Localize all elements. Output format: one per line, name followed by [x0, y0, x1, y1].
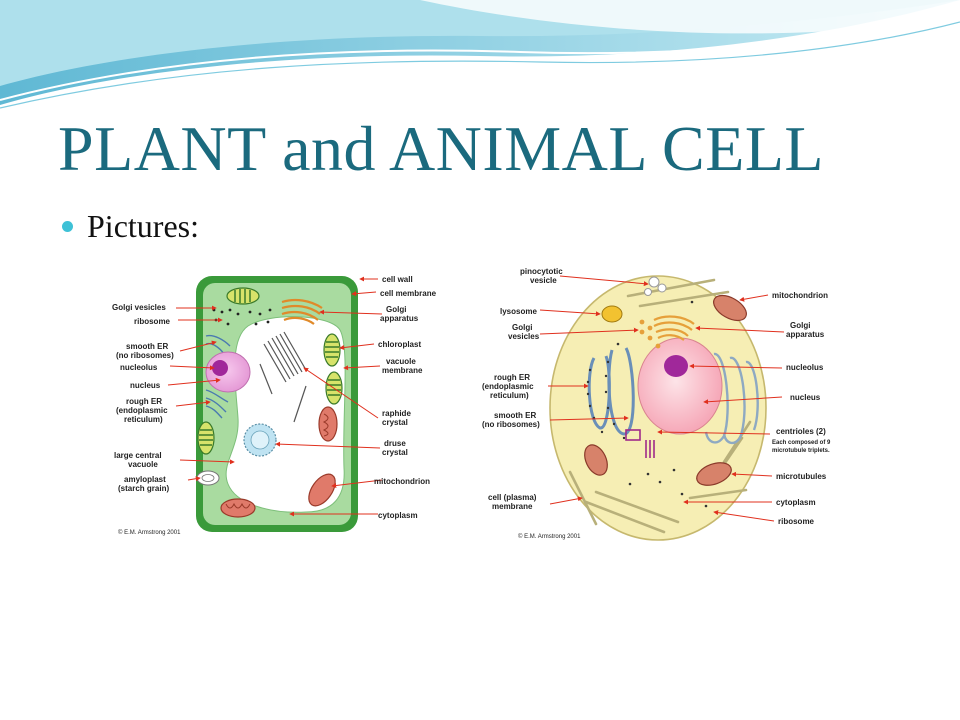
- animal-label-centrioles-note-2: microtubule triplets.: [772, 448, 830, 454]
- animal-label-cytoplasm: cytoplasm: [776, 498, 816, 507]
- plant-label-cytoplasm: cytoplasm: [378, 511, 418, 520]
- plant-nucleus: [205, 351, 251, 393]
- animal-label-golgi-vesicles-2: vesicles: [508, 332, 540, 341]
- plant-label-smooth-er: smooth ER: [126, 342, 168, 351]
- animal-label-golgi-vesicles: Golgi: [512, 323, 532, 332]
- animal-label-rough-er: rough ER: [494, 373, 530, 382]
- animal-pinocytotic-vesicle: [644, 276, 667, 296]
- animal-label-mitochondrion: mitochondrion: [772, 291, 828, 300]
- plant-label-vacuole-membrane-2: membrane: [382, 366, 423, 375]
- plant-mitochondrion: [220, 406, 338, 518]
- animal-golgi-apparatus: [653, 315, 695, 341]
- animal-copyright: © E.M. Armstrong 2001: [518, 533, 581, 540]
- animal-nucleolus: [664, 355, 688, 377]
- plant-label-nucleus: nucleus: [130, 381, 161, 390]
- animal-smooth-er: [704, 352, 759, 445]
- animal-label-rough-er-note1: (endoplasmic: [482, 382, 534, 391]
- animal-nucleus: [637, 337, 723, 435]
- plant-label-mitochondrion: mitochondrion: [374, 477, 430, 486]
- animal-label-centrioles-note: Each composed of 9: [772, 440, 831, 446]
- animal-label-nucleolus: nucleolus: [786, 363, 824, 372]
- plant-label-chloroplast: chloroplast: [378, 340, 421, 349]
- animal-mitochondrion: [584, 294, 747, 486]
- plant-central-vacuole: [225, 316, 346, 513]
- plant-label-druse: druse: [384, 439, 406, 448]
- animal-ribosomes: [616, 300, 708, 508]
- plant-label-golgi-vesicles: Golgi vesicles: [112, 303, 166, 312]
- animal-label-rough-er-note2: reticulum): [490, 391, 529, 400]
- chloroplast: [197, 287, 343, 455]
- plant-label-raphide-2: crystal: [382, 418, 408, 427]
- header-wave-decoration: [0, 0, 960, 109]
- plant-label-rough-er: rough ER: [126, 397, 162, 406]
- plant-copyright: © E.M. Armstrong 2001: [118, 529, 181, 536]
- animal-label-cell-membrane: cell (plasma): [488, 493, 537, 502]
- bullet-item: Pictures:: [62, 208, 199, 245]
- plant-label-nucleolus: nucleolus: [120, 363, 158, 372]
- animal-cell-diagram: pinocytotic vesicle lysosome Golgi vesic…: [478, 262, 856, 546]
- plant-label-ribosome: ribosome: [134, 317, 171, 326]
- bullet-text: Pictures:: [87, 208, 199, 244]
- plant-label-amyloplast-note: (starch grain): [118, 484, 169, 493]
- plant-label-raphide: raphide: [382, 409, 411, 418]
- animal-label-lysosome: lysosome: [500, 307, 537, 316]
- animal-lysosome: [601, 305, 623, 323]
- plant-label-rough-er-note2: reticulum): [124, 415, 163, 424]
- animal-label-microtubules: microtubules: [776, 472, 827, 481]
- animal-er-ribosomes: [586, 360, 626, 440]
- animal-rough-er: [587, 347, 635, 436]
- animal-label-nucleus: nucleus: [790, 393, 821, 402]
- plant-label-druse-2: crystal: [382, 448, 408, 457]
- animal-label-smooth-er: smooth ER: [494, 411, 536, 420]
- plant-label-cell-wall: cell wall: [382, 275, 413, 284]
- plant-label-cell-membrane: cell membrane: [380, 289, 437, 298]
- plant-label-golgi-2: apparatus: [380, 314, 419, 323]
- animal-microtubules: [568, 278, 752, 534]
- plant-label-large-central-vacuole: large central: [114, 451, 162, 460]
- animal-label-ribosome: ribosome: [778, 517, 815, 526]
- plant-golgi-apparatus: [281, 298, 323, 325]
- animal-centrioles: [625, 429, 655, 458]
- animal-label-golgi: Golgi: [790, 321, 810, 330]
- amyloplast: [196, 470, 220, 486]
- plant-label-golgi: Golgi: [386, 305, 406, 314]
- plant-label-vacuole-membrane: vacuole: [386, 357, 416, 366]
- bullet-dot: [62, 221, 73, 232]
- plant-cell-diagram: Golgi vesicles ribosome smooth ER (no ri…: [110, 268, 442, 540]
- animal-label-pinocytotic: pinocytotic: [520, 267, 563, 276]
- animal-golgi-vesicles: [639, 319, 661, 349]
- plant-label-amyloplast: amyloplast: [124, 475, 166, 484]
- animal-label-golgi-2: apparatus: [786, 330, 825, 339]
- plant-label-smooth-er-note: (no ribosomes): [116, 351, 174, 360]
- raphide-crystal: [259, 331, 307, 423]
- animal-label-smooth-er-note: (no ribosomes): [482, 420, 540, 429]
- animal-label-pinocytotic-2: vesicle: [530, 276, 557, 285]
- plant-label-rough-er-note1: (endoplasmic: [116, 406, 168, 415]
- animal-label-centrioles: centrioles (2): [776, 427, 826, 436]
- plant-label-large-central-vacuole-2: vacuole: [128, 460, 158, 469]
- slide-title: PLANT and ANIMAL CELL: [58, 113, 824, 184]
- plant-nucleolus: [212, 360, 228, 376]
- animal-label-cell-membrane-2: membrane: [492, 502, 533, 511]
- plant-ribosomes: [212, 308, 272, 326]
